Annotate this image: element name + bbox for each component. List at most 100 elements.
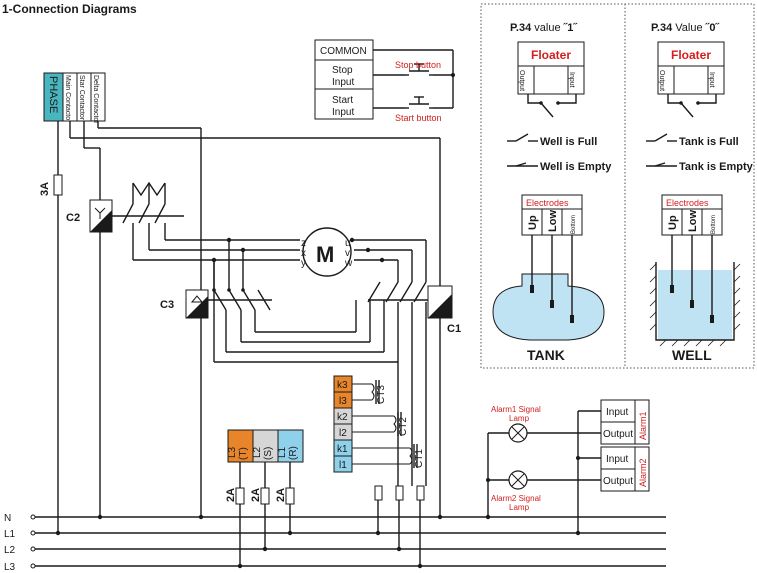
phase-terminal-t: (T) — [238, 447, 249, 460]
bus-label-l3: L3 — [4, 562, 16, 573]
contactor-control-wiring — [69, 121, 443, 520]
ct1-label: CT1 — [414, 449, 425, 468]
controller-terminal-block: PHASE Main Contactor Star Contactor Delt… — [43, 72, 106, 124]
motor-terminal-z: z — [301, 238, 306, 249]
c3-label: C3 — [160, 299, 174, 311]
alarm-block: Input Output Input Output Alarm1 Alarm2 … — [485, 399, 650, 536]
panel1-header: P.34 value ˝1˝ — [510, 22, 578, 34]
alarm1-input: Input — [606, 407, 628, 418]
panel1-switch-closed-icon — [507, 162, 538, 167]
panel1-electrode-up: Up — [527, 215, 539, 230]
fuse-2a-l1-label: 2A — [275, 488, 287, 502]
ct-terminal-l2: l2 — [339, 428, 347, 439]
alarm2-input: Input — [606, 454, 628, 465]
alarm2-lamp-label-1: Alarm2 Signal — [491, 494, 541, 503]
phase-feed-wiring: 3A — [39, 121, 63, 536]
panel1-switch-open-icon — [507, 133, 538, 142]
ct3-label: CT3 — [376, 385, 387, 404]
motor-terminal-y: y — [301, 258, 306, 269]
alarm2-name: Alarm2 — [638, 458, 648, 487]
panel2-output: Output — [658, 70, 665, 91]
button-terminal-block: COMMON Stop Input Start Input Stop butto… — [314, 39, 455, 123]
panel2-state-full: Tank is Full — [679, 136, 739, 148]
stop-input-line2: Input — [332, 77, 354, 88]
fuse-2a-l3-label: 2A — [225, 488, 237, 502]
phase-terminal-r: (R) — [288, 446, 299, 460]
motor-label: M — [316, 242, 334, 267]
start-button-symbol — [405, 96, 433, 109]
motor-left-wiring — [133, 237, 300, 263]
panel1-header-text: value — [531, 22, 563, 34]
motor-terminal-u: u — [345, 238, 351, 249]
supply-ct-wiring — [374, 485, 425, 569]
contactor-c1: C1 — [367, 281, 461, 486]
level-sensor-panels — [480, 3, 755, 369]
start-button-label: Start button — [395, 113, 442, 123]
c1-label: C1 — [447, 323, 461, 335]
ct2-label: CT2 — [398, 417, 409, 436]
delta-contactor-terminal: Delta Contactor — [92, 75, 99, 124]
well-water — [658, 270, 732, 340]
ct-terminal-l1: l1 — [339, 460, 347, 471]
alarm2-lamp-icon — [508, 470, 528, 490]
panel2-header: P.34 Value ˝0˝ — [651, 22, 720, 34]
panel2-vessel: WELL — [672, 347, 712, 363]
phase-terminal-block: L3 (T) L2 (S) L1 (R) 2A 2A 2A — [225, 429, 304, 569]
well-ground-hatching — [649, 263, 741, 347]
panel2-electrode-up: Up — [667, 215, 679, 230]
alarm1-name: Alarm1 — [638, 411, 648, 440]
contactor-c2: C2 — [66, 181, 184, 260]
stop-button-symbol — [405, 63, 433, 76]
panel-p34-value-0: P.34 Value ˝0˝ Floater Output Input Tank… — [646, 22, 754, 363]
fuse-2a-l2-label: 2A — [250, 488, 262, 502]
alarm1-lamp-label-1: Alarm1 Signal — [491, 405, 541, 414]
start-input-line1: Start — [332, 95, 353, 106]
motor-right-wiring — [349, 237, 427, 282]
panel1-input: Input — [568, 72, 575, 88]
main-contactor-terminal: Main Contactor — [64, 75, 71, 123]
common-terminal: COMMON — [320, 46, 367, 57]
contactor-c3: C3 — [160, 240, 398, 363]
phase-terminal-s: (S) — [263, 447, 274, 460]
panel2-param: P.34 — [651, 22, 673, 34]
panel1-electrode-bottom: Bottom — [571, 215, 577, 234]
fuse-3a-label: 3A — [39, 182, 51, 196]
bus-label-l1: L1 — [4, 529, 16, 540]
alarm1-output: Output — [603, 429, 633, 440]
panel2-electrodes: Electrodes — [666, 198, 709, 208]
phase-terminal-l3: L3 — [227, 446, 238, 458]
phase-terminal-l1: L1 — [277, 446, 288, 458]
star-contactor-terminal: Star Contactor — [78, 75, 85, 121]
stop-input-line1: Stop — [332, 65, 353, 76]
panel2-switch-open-icon — [646, 133, 677, 142]
alarm2-lamp-label-2: Lamp — [509, 503, 530, 512]
c2-label: C2 — [66, 212, 80, 224]
panel2-value: ˝0˝ — [705, 22, 721, 34]
panel2-switch-closed-icon — [646, 162, 677, 167]
motor-terminal-v: v — [345, 248, 350, 259]
phase-terminal: PHASE — [47, 76, 59, 113]
panel2-electrode-low: Low — [687, 210, 699, 232]
motor: M z x y u v w — [301, 227, 353, 277]
ct-terminal-k2: k2 — [337, 412, 348, 423]
alarm2-output: Output — [603, 476, 633, 487]
panel1-state-full: Well is Full — [540, 136, 597, 148]
panel1-electrodes: Electrodes — [526, 198, 569, 208]
ct-terminal-k1: k1 — [337, 444, 348, 455]
start-input-line2: Input — [332, 107, 354, 118]
panel2-input: Input — [708, 72, 715, 88]
motor-terminal-x: x — [301, 248, 306, 259]
phase-terminal-l2: L2 — [252, 446, 263, 458]
panel1-value: ˝1˝ — [563, 22, 579, 34]
panel2-electrode-bottom: Bottom — [711, 215, 717, 234]
panel-p34-value-1: P.34 value ˝1˝ Floater Output Input Well… — [492, 22, 612, 363]
panel2-floater: Floater — [671, 48, 711, 62]
stop-button-label: Stop button — [395, 60, 441, 70]
panel1-floater: Floater — [531, 48, 571, 62]
bus-label-l2: L2 — [4, 545, 16, 556]
panel1-output: Output — [518, 70, 525, 91]
ct-terminal-l3: l3 — [339, 396, 347, 407]
supply-bus: N L1 L2 L3 — [4, 513, 666, 573]
panel1-state-empty: Well is Empty — [540, 161, 612, 173]
